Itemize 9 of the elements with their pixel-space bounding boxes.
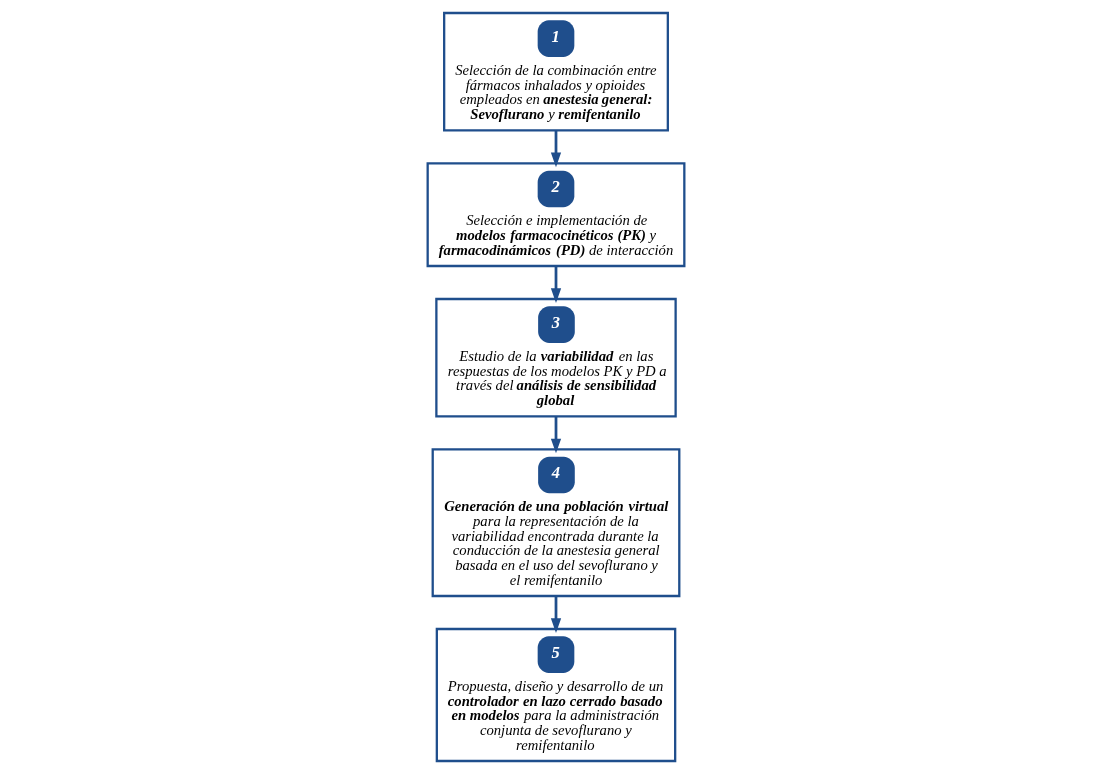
arrow — [550, 596, 561, 634]
node-box: 5 Propuesta, diseño y desarrollo de un controlador en lazo cerrado basado en modelos para la administración conjunta de sevoflurano y remifentanilo — [435, 627, 676, 763]
arrow — [550, 130, 561, 168]
node-box: 1 Selección de la combinación entre fármacos inhalados y opioides empleados en anestesia general: Sevoflurano y remifentanilo — [442, 11, 669, 132]
node-box: 4 Generación de una población virtual para la representación de la variabilidad encontrada durante la conducción de la anestesia general basada en el uso del sevoflurano y el remifentanilo — [431, 448, 680, 598]
arrow — [550, 416, 561, 454]
arrow — [550, 266, 561, 303]
node-box: 2 Selección e implementación de modelos farmacocinéticos (PK) y farmacodinámicos (PD) de interacción — [426, 162, 685, 268]
node-box: 3 Estudio de la variabilidad en las respuestas de los modelos PK y PD a través del análisis de sensibilidad global — [434, 297, 677, 418]
